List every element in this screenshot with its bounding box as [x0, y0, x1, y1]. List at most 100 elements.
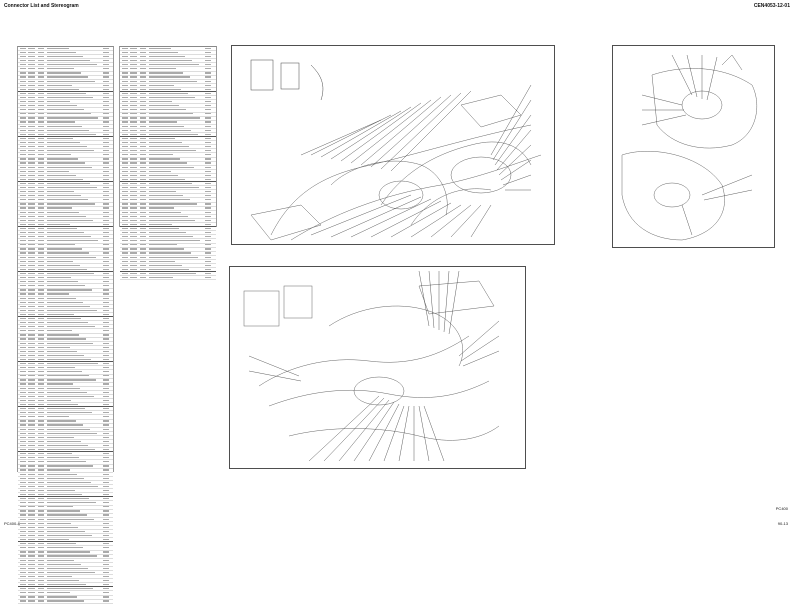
- table-row: [120, 158, 216, 162]
- table-row: [120, 166, 216, 170]
- table-row: [120, 203, 216, 207]
- table-row: [18, 84, 113, 88]
- footer-right: 90-13: [777, 521, 788, 526]
- table-row: [18, 88, 113, 93]
- table-row: [18, 76, 113, 80]
- table-row: [18, 63, 113, 68]
- table-row: [18, 424, 113, 428]
- table-row: [18, 383, 113, 387]
- table-row: [18, 399, 113, 404]
- table-row: [120, 67, 216, 72]
- table-row: [18, 235, 113, 240]
- table-row: [18, 113, 113, 117]
- table-row: [120, 121, 216, 125]
- table-row: [18, 301, 113, 305]
- table-row: [18, 141, 113, 146]
- table-row: [18, 342, 113, 346]
- table-row: [18, 452, 113, 457]
- table-row: [120, 125, 216, 129]
- table-row: [18, 501, 113, 506]
- table-row: [120, 178, 216, 183]
- table-row: [120, 268, 216, 273]
- table-row: [18, 289, 113, 293]
- stereogram-top-left-drawing: [231, 45, 555, 245]
- table-row: [18, 198, 113, 203]
- table-row: [18, 194, 113, 199]
- table-row: [18, 309, 113, 314]
- table-row: [120, 198, 216, 203]
- table-row: [18, 473, 113, 477]
- table-row: [120, 170, 216, 174]
- table-row: [120, 55, 216, 60]
- table-row: [18, 137, 113, 142]
- table-row: [120, 63, 216, 68]
- table-row: [18, 170, 113, 174]
- table-row: [18, 506, 113, 510]
- harness-leader-lines: [248, 270, 500, 462]
- table-row: [18, 522, 113, 526]
- table-row: [18, 272, 113, 277]
- table-row: [120, 113, 216, 117]
- table-row: [120, 244, 216, 248]
- table-row: [18, 469, 113, 473]
- table-row: [120, 129, 216, 133]
- table-row: [120, 162, 216, 166]
- table-row: [18, 370, 113, 375]
- table-row: [120, 260, 216, 264]
- table-row: [18, 354, 113, 359]
- connector-table-left: [17, 46, 114, 604]
- table-row: [18, 350, 113, 355]
- table-row: [18, 108, 113, 113]
- footer-mid: PC400: [775, 506, 788, 511]
- table-row: [18, 317, 113, 322]
- table-row: [18, 149, 113, 154]
- table-row: [18, 391, 113, 395]
- stereogram-top-right-drawing: [612, 45, 775, 248]
- table-row: [18, 395, 113, 400]
- table-row: [18, 485, 113, 490]
- connector-table-middle: [119, 46, 217, 281]
- stereogram-bottom-drawing: [229, 266, 526, 469]
- table-row: [18, 153, 113, 158]
- table-row: [120, 141, 216, 146]
- table-row: [18, 67, 113, 72]
- table-row: [18, 276, 113, 281]
- harness-outline: [243, 280, 500, 441]
- document-code: CEN4053-12-01: [753, 3, 790, 9]
- machine-outline: [250, 94, 542, 241]
- table-row: [18, 403, 113, 408]
- table-row: [18, 366, 113, 371]
- table-row: [18, 227, 113, 232]
- table-row: [18, 133, 113, 138]
- table-row: [120, 51, 216, 56]
- table-row: [120, 117, 216, 121]
- table-row: [18, 51, 113, 56]
- table-row: [120, 235, 216, 240]
- table-row: [18, 489, 113, 494]
- table-row: [18, 325, 113, 330]
- table-row: [120, 207, 216, 211]
- table-row: [18, 215, 113, 219]
- table-row: [120, 88, 216, 93]
- table-row: [18, 186, 113, 191]
- table-row: [18, 514, 113, 518]
- table-row: [18, 284, 113, 289]
- table-row: [18, 481, 113, 486]
- table-row: [120, 47, 216, 52]
- table-row: [18, 428, 113, 432]
- table-row: [18, 297, 113, 301]
- table-row: [120, 145, 216, 150]
- table-row: [120, 104, 216, 109]
- table-row: [18, 379, 113, 383]
- table-row: [18, 477, 113, 481]
- table-row: [18, 411, 113, 416]
- table-row: [18, 252, 113, 256]
- engine-leader-lines: [641, 54, 753, 236]
- table-row: [18, 600, 113, 604]
- table-row: [120, 248, 216, 252]
- table-row: [18, 375, 113, 379]
- table-row: [120, 72, 216, 76]
- table-row: [18, 346, 113, 350]
- table-row: [18, 223, 113, 228]
- table-row: [120, 272, 216, 277]
